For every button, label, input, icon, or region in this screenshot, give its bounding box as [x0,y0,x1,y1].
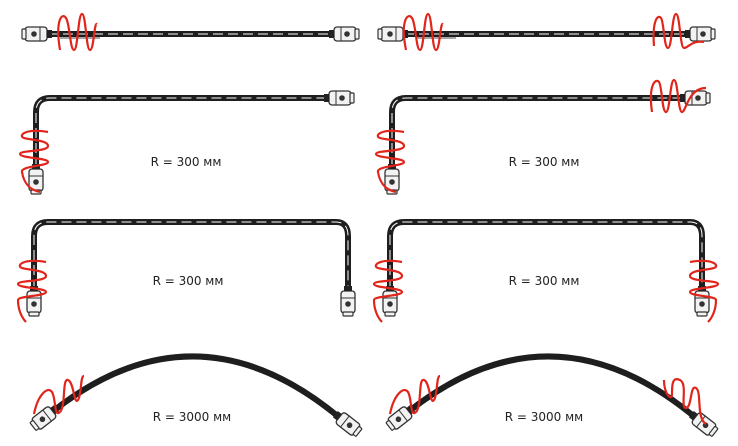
coil-clamp-icon [16,259,48,323]
cable-straight-coil-both [377,12,716,52]
connector-icon [340,285,356,317]
connector-icon [21,26,53,42]
coil-clamp-icon [18,129,50,194]
radius-label: R = 300 мм [153,274,224,288]
radius-label: R = 3000 мм [153,410,231,424]
radius-label: R = 300 мм [151,155,222,169]
coil-clamp-icon [32,374,85,415]
cable-l-bend-coil-both [374,78,711,195]
radius-label: R = 300 мм [509,155,580,169]
connector-icon [382,285,398,317]
connector-icon [26,285,42,317]
cable-straight-coil-left [21,12,360,52]
cable-arc-coil-both [384,353,720,439]
radius-label: R = 3000 мм [505,410,583,424]
radius-label: R = 300 мм [509,274,580,288]
connector-icon [694,285,710,317]
connector-icon [323,90,355,106]
coil-clamp-icon [688,259,720,323]
cable-u-bend-coil-both [372,219,720,323]
coil-clamp-icon [402,12,445,52]
cable-l-bend-coil-bottom [18,90,355,195]
coil-clamp-icon [388,374,441,415]
coil-clamp-icon [649,78,707,114]
cable-arc-coil-left [28,353,364,439]
cable-u-bend-coil-left [16,219,356,323]
connector-icon [684,26,716,42]
coil-clamp-icon [662,378,707,425]
coil-clamp-icon [652,12,705,50]
coil-clamp-icon [57,12,99,52]
coil-clamp-icon [374,129,406,194]
coil-clamp-icon [372,259,404,323]
connector-icon [328,26,360,42]
